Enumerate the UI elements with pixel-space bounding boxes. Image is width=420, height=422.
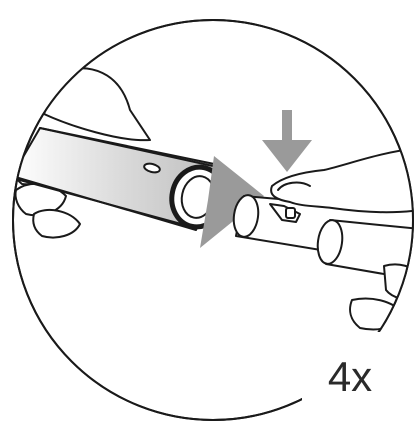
- repeat-count-label: 4x: [327, 353, 373, 400]
- tube-button-hole: [143, 162, 161, 174]
- right-arrow-icon: [200, 156, 264, 248]
- count-badge: 4x: [302, 332, 420, 422]
- tube-latch-button: [285, 207, 296, 219]
- down-arrow-icon: [262, 110, 312, 172]
